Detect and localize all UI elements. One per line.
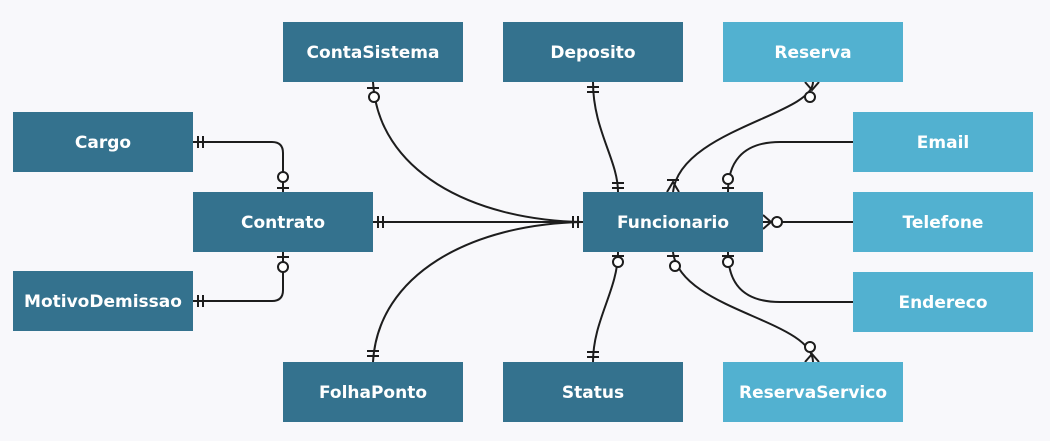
entity-motivo-demissao[interactable]: MotivoDemissao <box>13 271 193 331</box>
edge-status-funcionario <box>592 251 619 363</box>
entity-label: Deposito <box>550 43 635 63</box>
edge-contasistema-funcionario <box>372 81 584 223</box>
edge-email-funcionario <box>727 141 853 193</box>
entity-label: Contrato <box>241 213 325 233</box>
entity-label: Endereco <box>898 293 987 313</box>
edge-motivodemissao-contrato <box>193 252 284 302</box>
entity-label: ReservaServico <box>739 383 887 403</box>
entity-deposito[interactable]: Deposito <box>503 22 683 82</box>
entity-folha-ponto[interactable]: FolhaPonto <box>283 362 463 422</box>
entity-reserva[interactable]: Reserva <box>723 22 903 82</box>
edge-cargo-contrato <box>193 141 284 193</box>
entity-label: Cargo <box>75 133 131 153</box>
entity-label: ContaSistema <box>307 43 440 63</box>
marker-zero-or-many <box>804 81 820 103</box>
marker-one-mandatory <box>572 216 579 228</box>
edge-reserva-funcionario <box>672 81 814 193</box>
entity-funcionario[interactable]: Funcionario <box>583 192 763 252</box>
marker-one-mandatory <box>612 182 624 189</box>
entity-contrato[interactable]: Contrato <box>193 192 373 252</box>
marker-one-mandatory <box>197 295 204 307</box>
marker-zero-or-one <box>722 173 734 189</box>
marker-zero-or-one <box>277 171 289 189</box>
entity-status[interactable]: Status <box>503 362 683 422</box>
entity-label: Status <box>562 383 624 403</box>
marker-one-mandatory <box>197 136 204 148</box>
entity-telefone[interactable]: Telefone <box>853 192 1033 252</box>
entity-email[interactable]: Email <box>853 112 1033 172</box>
entity-label: MotivoDemissao <box>24 292 182 312</box>
marker-zero-or-many <box>804 341 820 363</box>
entity-label: Reserva <box>774 43 851 63</box>
marker-zero-or-one <box>612 255 624 268</box>
entity-label: FolhaPonto <box>319 383 427 403</box>
edge-endereco-funcionario <box>727 251 853 303</box>
marker-zero-or-one <box>722 255 734 268</box>
marker-one-or-many <box>666 179 680 193</box>
marker-one-mandatory <box>587 351 599 358</box>
cardinality-markers <box>197 81 820 363</box>
entity-label: Funcionario <box>617 213 729 233</box>
entity-label: Email <box>917 133 969 153</box>
marker-one-mandatory <box>367 350 379 357</box>
marker-one-mandatory <box>587 86 599 93</box>
marker-zero-or-one <box>367 87 380 103</box>
edge-reservaservico-funcionario <box>672 251 814 363</box>
marker-one-mandatory <box>377 216 384 228</box>
entity-endereco[interactable]: Endereco <box>853 272 1033 332</box>
entity-label: Telefone <box>903 213 984 233</box>
edge-deposito-funcionario <box>592 81 619 193</box>
edge-folhaponto-funcionario <box>372 221 584 363</box>
entity-reserva-servico[interactable]: ReservaServico <box>723 362 903 422</box>
marker-zero-or-one <box>277 256 289 273</box>
marker-zero-or-many <box>762 214 783 230</box>
entity-conta-sistema[interactable]: ContaSistema <box>283 22 463 82</box>
marker-zero-or-one <box>667 255 681 272</box>
entity-cargo[interactable]: Cargo <box>13 112 193 172</box>
